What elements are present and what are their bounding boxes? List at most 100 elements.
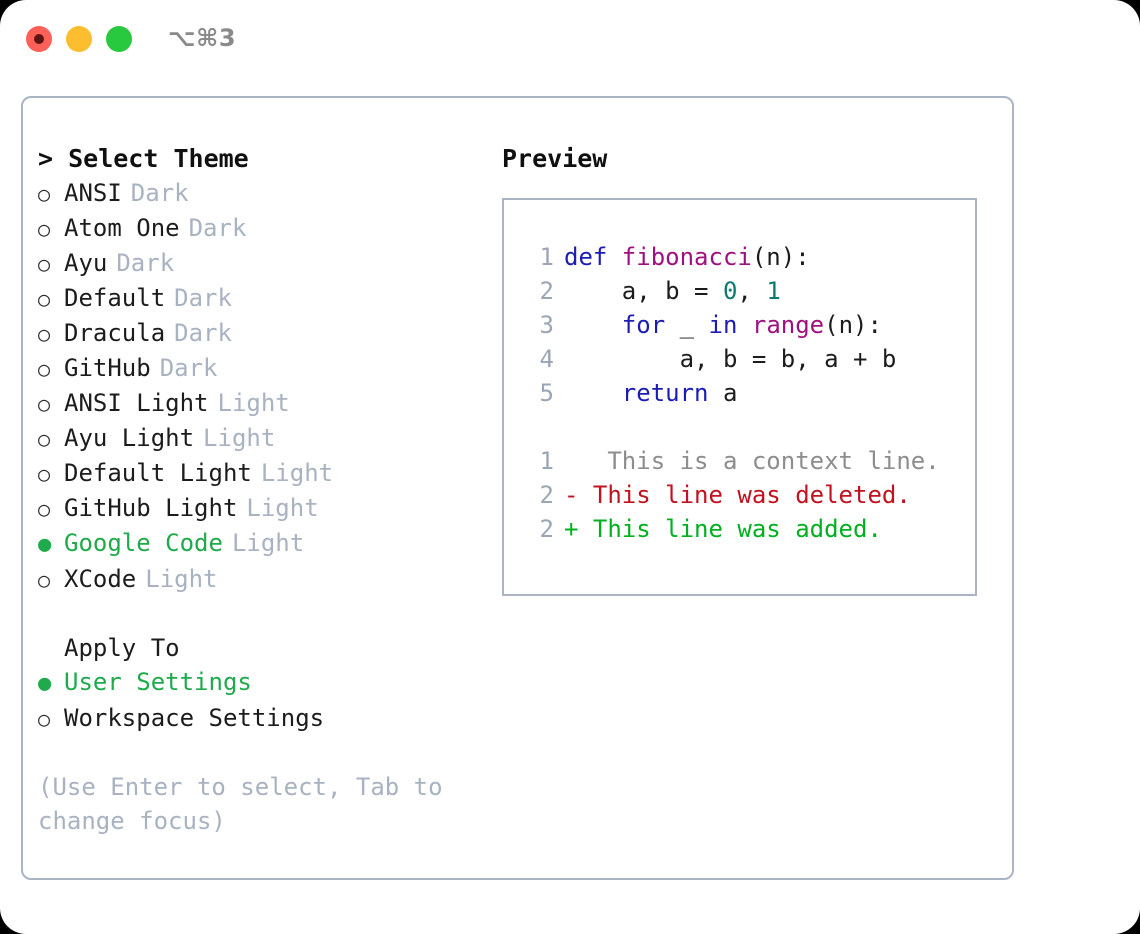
- keyboard-shortcut-label: ⌥⌘3: [168, 24, 237, 52]
- title-bar: ⌥⌘3: [0, 0, 1140, 80]
- theme-variant-badge: Light: [203, 424, 276, 452]
- code-content: return a: [564, 376, 738, 410]
- code-token-plain: (n):: [824, 311, 882, 339]
- radio-icon: ○: [38, 357, 51, 381]
- diff-sign: [564, 444, 578, 478]
- code-token-plain: [564, 379, 622, 407]
- radio-icon: ○: [38, 322, 51, 346]
- code-token-keyword: def: [564, 243, 622, 271]
- radio-icon: ○: [38, 287, 51, 311]
- close-button[interactable]: [26, 26, 52, 52]
- radio-icon: ○: [38, 497, 51, 521]
- code-token-plain: [737, 311, 751, 339]
- line-number: 1: [539, 447, 554, 475]
- code-token-plain: [564, 311, 622, 339]
- code-line: 3 for _ in range(n):: [520, 308, 975, 342]
- code-content: for _ in range(n):: [564, 308, 882, 342]
- apply-to-header: Apply To: [64, 634, 180, 662]
- line-number: 2: [539, 277, 554, 305]
- radio-selected-icon: ●: [38, 532, 52, 557]
- theme-option-xcode-light[interactable]: ○ XCode Light: [38, 562, 498, 597]
- theme-option-ansi-dark[interactable]: ○ ANSI Dark: [38, 176, 498, 211]
- zoom-button[interactable]: [106, 26, 132, 52]
- line-number: 1: [539, 243, 554, 271]
- apply-to-option-workspace-settings[interactable]: ○ Workspace Settings: [38, 701, 498, 736]
- theme-option-ayu-light[interactable]: ○ Ayu Light Light: [38, 421, 498, 456]
- theme-option-label: Atom One: [64, 214, 180, 242]
- theme-option-dracula-dark[interactable]: ○ Dracula Dark: [38, 316, 498, 351]
- theme-option-label: Dracula: [64, 319, 166, 347]
- line-number: 4: [539, 345, 554, 373]
- code-token-keyword: in: [708, 311, 738, 339]
- code-token-plain: (n):: [751, 243, 810, 271]
- theme-variant-badge: Light: [231, 529, 305, 557]
- line-number: 5: [539, 379, 554, 407]
- theme-option-atom-one-dark[interactable]: ○ Atom One Dark: [38, 211, 498, 246]
- theme-option-label: GitHub: [64, 354, 151, 382]
- diff-line-context: 1 This is a context line.: [520, 444, 975, 478]
- theme-option-github-dark[interactable]: ○ GitHub Dark: [38, 351, 498, 386]
- code-token-plain: a: [708, 379, 738, 407]
- theme-variant-badge: Light: [217, 389, 290, 417]
- code-token-plain: a, b = b, a + b: [564, 345, 897, 373]
- radio-icon: ○: [38, 427, 51, 451]
- radio-icon: ○: [38, 707, 51, 731]
- panel-columns: > Select Theme ○ ANSI Dark ○ Atom One Da…: [23, 98, 1012, 878]
- preview-header: Preview: [502, 144, 608, 173]
- theme-option-label: ANSI Light: [64, 389, 209, 417]
- radio-icon: ○: [38, 252, 51, 276]
- theme-option-ansi-light[interactable]: ○ ANSI Light Light: [38, 386, 498, 421]
- code-token-keyword: for: [621, 311, 666, 339]
- keyboard-hint-text: (Use Enter to select, Tab to change focu…: [38, 773, 443, 835]
- radio-icon: ○: [38, 182, 51, 206]
- theme-option-label: Ayu: [64, 249, 108, 277]
- preview-box: 1 def fibonacci(n): 2 a, b = 0, 1 3 for …: [502, 198, 977, 596]
- theme-variant-badge: Dark: [174, 284, 232, 312]
- code-token-plain: _: [665, 311, 709, 339]
- theme-option-label: GitHub Light: [64, 494, 238, 522]
- apply-to-option-user-settings[interactable]: ● User Settings: [38, 665, 498, 701]
- diff-text: This line was added.: [578, 515, 882, 543]
- traffic-lights: [26, 26, 132, 52]
- code-content: def fibonacci(n):: [564, 240, 810, 274]
- theme-option-label: Default: [64, 284, 166, 312]
- diff-sign: +: [564, 515, 579, 543]
- line-number: 2: [539, 515, 554, 543]
- code-token-number: 1: [766, 277, 781, 305]
- diff-text: This is a context line.: [578, 447, 940, 475]
- diff-line-deleted: 2 - This line was deleted.: [520, 478, 975, 512]
- theme-variant-badge: Dark: [159, 354, 218, 382]
- code-line: 4 a, b = b, a + b: [520, 342, 975, 376]
- code-token-plain: a, b =: [564, 277, 723, 305]
- theme-option-default-dark[interactable]: ○ Default Dark: [38, 281, 498, 316]
- minimize-button[interactable]: [66, 26, 92, 52]
- code-token-keyword: return: [621, 379, 709, 407]
- radio-icon: ○: [38, 217, 51, 241]
- line-number: 3: [539, 311, 554, 339]
- theme-option-google-code-light[interactable]: ● Google Code Light: [38, 526, 498, 562]
- theme-option-default-light[interactable]: ○ Default Light Light: [38, 456, 498, 491]
- theme-picker-column: > Select Theme ○ ANSI Dark ○ Atom One Da…: [38, 142, 498, 838]
- theme-variant-badge: Dark: [174, 319, 232, 347]
- code-token-function: fibonacci: [621, 243, 752, 271]
- theme-variant-badge: Dark: [116, 249, 175, 277]
- radio-icon: ○: [38, 568, 51, 592]
- line-number: 2: [539, 481, 554, 509]
- theme-option-ayu-dark[interactable]: ○ Ayu Dark: [38, 246, 498, 281]
- apply-to-option-label: User Settings: [64, 668, 252, 696]
- preview-column: Preview 1 def fibonacci(n): 2 a, b = 0, …: [502, 142, 1002, 596]
- theme-option-label: XCode: [64, 565, 137, 593]
- code-content: a, b = b, a + b: [564, 342, 897, 376]
- radio-selected-icon: ●: [38, 671, 52, 696]
- code-content: a, b = 0, 1: [564, 274, 781, 308]
- code-line: 2 a, b = 0, 1: [520, 274, 975, 308]
- select-theme-header: > Select Theme: [38, 144, 249, 173]
- code-token-function: range: [751, 311, 825, 339]
- diff-line-added: 2 + This line was added.: [520, 512, 975, 546]
- theme-option-label: Ayu Light: [64, 424, 195, 452]
- code-line: 5 return a: [520, 376, 975, 410]
- theme-option-github-light[interactable]: ○ GitHub Light Light: [38, 491, 498, 526]
- diff-sign: -: [564, 481, 579, 509]
- theme-option-label: Default Light: [64, 459, 252, 487]
